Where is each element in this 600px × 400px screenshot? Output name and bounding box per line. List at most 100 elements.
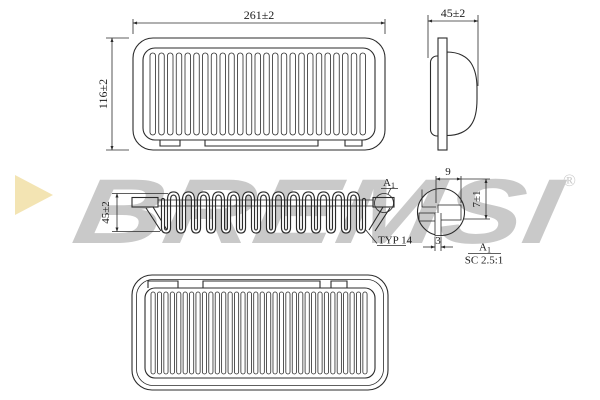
detail-callout-ref: A xyxy=(383,177,391,189)
pleat-line xyxy=(208,291,214,375)
pleat-line xyxy=(289,52,296,136)
top-view-inner-frame xyxy=(142,47,376,141)
top-view: 261±2 116±2 xyxy=(96,8,386,151)
pleat-line xyxy=(176,291,182,375)
bottom-view xyxy=(131,274,389,391)
pleat-line xyxy=(315,52,323,136)
pleat-line xyxy=(167,52,174,136)
pleat-line xyxy=(342,52,349,136)
bottom-view-inner-frame xyxy=(144,287,376,379)
pleat-line xyxy=(266,291,272,375)
dim-top-width-label: 261±2 xyxy=(244,8,275,22)
pleat-line xyxy=(201,291,207,375)
pleat-line xyxy=(210,52,218,136)
dim-side-depth: 45±2 xyxy=(427,6,479,86)
pleat-line xyxy=(169,291,175,375)
pleat-line xyxy=(253,291,259,375)
pleat-line xyxy=(195,291,201,375)
detail-seal-right xyxy=(437,204,462,221)
pleat-line xyxy=(219,52,226,136)
pleat-line xyxy=(245,52,253,136)
section-pleats-core xyxy=(162,192,365,233)
pleat-line xyxy=(343,291,349,375)
top-view-outer-frame xyxy=(132,37,386,151)
pleat-line xyxy=(317,291,323,375)
pleat-line xyxy=(157,291,163,375)
dim-top-height-label: 116±2 xyxy=(96,79,110,109)
dim-detail-width-label: 9 xyxy=(445,166,451,178)
detail-callout-ref-sub: 1 xyxy=(391,181,395,190)
pleat-line xyxy=(246,291,252,375)
pleat-line xyxy=(280,52,288,136)
top-view-notches xyxy=(159,140,363,147)
pleat-line xyxy=(307,52,314,136)
section-view: A 1 45±2 TYP 14 xyxy=(100,177,413,247)
pleat-line xyxy=(324,52,331,136)
pleat-line xyxy=(298,291,304,375)
pleat-line xyxy=(330,291,336,375)
pleat-line xyxy=(350,52,358,136)
pleat-line xyxy=(163,291,169,375)
pleat-line xyxy=(150,291,156,375)
dim-detail-height: 7±1 xyxy=(461,178,490,220)
pleat-line xyxy=(349,291,355,375)
section-frame-lines xyxy=(158,199,373,207)
pleat-line xyxy=(285,291,291,375)
pleat-line xyxy=(149,52,156,136)
dim-side-depth-label: 45±2 xyxy=(441,6,466,20)
detail-edge-lines xyxy=(421,189,436,208)
pleat-line xyxy=(356,291,362,375)
pleat-line xyxy=(272,52,279,136)
pleat-typ-label: TYP 14 xyxy=(378,235,413,247)
pleat-line xyxy=(240,291,246,375)
pleat-line xyxy=(291,291,297,375)
pleat-line xyxy=(311,291,317,375)
side-view-flange xyxy=(437,37,448,151)
section-right-seal xyxy=(372,196,395,208)
pleat-line xyxy=(221,291,227,375)
pleat-line xyxy=(259,291,265,375)
dim-detail-stem: 3 xyxy=(423,235,453,251)
pleat-line xyxy=(189,291,195,375)
pleat-line xyxy=(254,52,261,136)
detail-scale-label: SC 2.5:1 xyxy=(465,255,504,267)
pleat-line xyxy=(228,52,235,136)
pleat-line xyxy=(359,52,366,136)
pleat-line xyxy=(263,52,270,136)
pleat-line xyxy=(193,52,200,136)
dim-top-height: 116±2 xyxy=(96,37,129,151)
dim-top-width: 261±2 xyxy=(132,8,386,34)
pleat-line xyxy=(158,52,165,136)
dim-section-height-label: 45±2 xyxy=(100,201,112,224)
pleat-line xyxy=(333,52,340,136)
bottom-view-notches xyxy=(147,280,348,288)
side-view-body xyxy=(446,51,478,137)
dim-detail-width: 9 xyxy=(435,166,462,203)
pleat-line xyxy=(278,291,284,375)
pleat-line xyxy=(184,52,191,136)
pleat-line xyxy=(182,291,188,375)
section-left-seal xyxy=(131,196,159,208)
logo-triangle-icon xyxy=(15,175,53,215)
pleat-line xyxy=(298,52,305,136)
pleat-line xyxy=(214,291,220,375)
bottom-view-outer-frame xyxy=(131,274,389,391)
dim-detail-height-label: 7±1 xyxy=(471,190,483,207)
detail-callout-circle xyxy=(374,193,394,213)
bottom-view-outer-frame2 xyxy=(136,279,384,386)
bottom-view-pleats xyxy=(150,291,368,375)
pleat-line xyxy=(227,291,233,375)
pleat-line xyxy=(362,291,368,375)
pleat-line xyxy=(237,52,244,136)
detail-callout-label: A 1 xyxy=(381,177,398,195)
detail-view: 9 7±1 3 A 1 SC 2.5:1 xyxy=(416,166,504,267)
pleat-line xyxy=(234,291,240,375)
pleat-line xyxy=(272,291,278,375)
detail-stem-fill xyxy=(435,213,441,236)
detail-ref-label: A xyxy=(479,242,487,254)
dim-detail-stem-label: 3 xyxy=(435,235,441,247)
pleat-line xyxy=(304,291,310,375)
side-view: 45±2 xyxy=(427,6,479,151)
